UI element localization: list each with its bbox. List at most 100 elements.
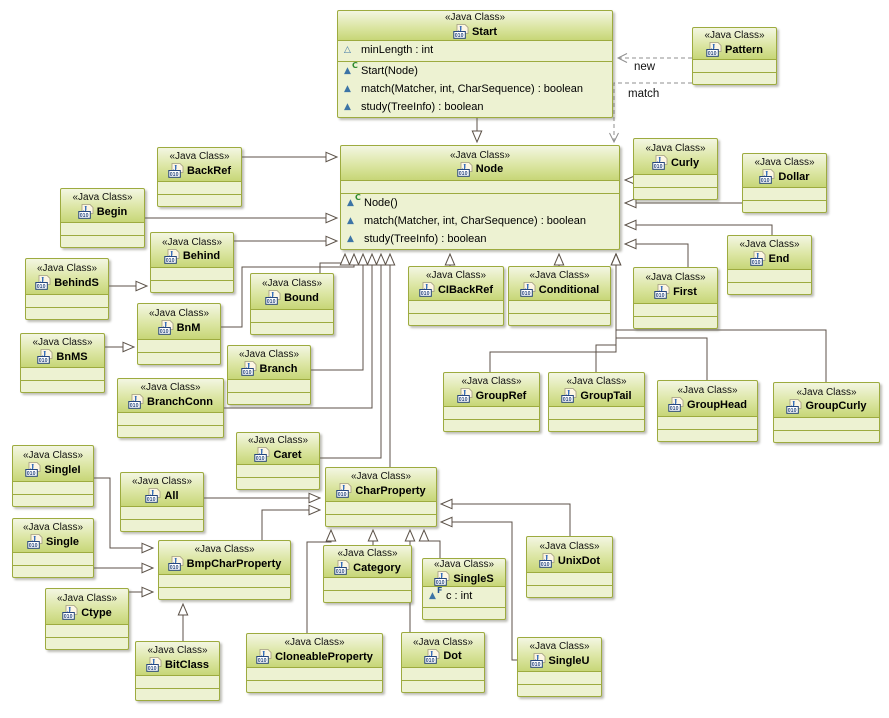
attributes-compartment bbox=[118, 413, 223, 425]
class-name: GroupTail bbox=[580, 389, 632, 402]
attributes-compartment bbox=[136, 676, 219, 688]
edge-label-new[interactable]: new bbox=[634, 61, 656, 73]
Start-attribute-0[interactable]: △minLength : int bbox=[338, 41, 612, 59]
operations-compartment bbox=[693, 72, 776, 84]
operations-compartment bbox=[228, 392, 310, 404]
svg-text:010: 010 bbox=[788, 408, 797, 414]
constructor-icon: ▲C bbox=[347, 193, 361, 208]
edge-SingleU-to-CharProperty-inheritance[interactable] bbox=[439, 516, 517, 661]
svg-text:010: 010 bbox=[267, 299, 276, 305]
class-stereotype: «Java Class» bbox=[539, 541, 600, 552]
class-stereotype: «Java Class» bbox=[261, 278, 323, 289]
Start-operation-1[interactable]: ▲match(Matcher, int, CharSequence) : boo… bbox=[338, 80, 612, 98]
constructor-icon: ▲C bbox=[344, 61, 358, 76]
class-stereotype: «Java Class» bbox=[566, 376, 627, 387]
edge-Pattern-to-Node-dependency[interactable] bbox=[609, 82, 692, 144]
attributes-compartment bbox=[228, 380, 310, 392]
svg-text:J: J bbox=[150, 488, 155, 498]
edge-CloneableProperty-to-CharProperty-inheritance[interactable] bbox=[306, 528, 337, 633]
attributes-compartment bbox=[341, 181, 619, 193]
attributes-compartment bbox=[658, 417, 757, 429]
class-name: SingleU bbox=[548, 654, 590, 667]
svg-text:J: J bbox=[40, 275, 45, 285]
class-stereotype: «Java Class» bbox=[704, 30, 765, 41]
class-stereotype: «Java Class» bbox=[449, 149, 511, 161]
edge-Bound-to-Node-inheritance[interactable] bbox=[319, 252, 351, 273]
edge-Branch-to-Node-inheritance[interactable] bbox=[311, 252, 369, 371]
edge-label-match[interactable]: match bbox=[628, 88, 660, 100]
edge-End-to-Node-inheritance[interactable] bbox=[623, 219, 773, 235]
class-name: Pattern bbox=[725, 43, 763, 56]
svg-text:010: 010 bbox=[37, 284, 46, 290]
edge-Caret-to-Node-inheritance[interactable] bbox=[320, 252, 387, 459]
svg-text:J: J bbox=[261, 649, 266, 659]
edge-SingleI-to-BmpCharProperty-inheritance[interactable] bbox=[94, 477, 155, 554]
attributes-compartment bbox=[402, 668, 484, 680]
edge-First-to-Node-inheritance[interactable] bbox=[623, 238, 689, 267]
svg-text:010: 010 bbox=[39, 358, 48, 364]
class-name: BnM bbox=[176, 321, 201, 334]
edge-UnixDot-to-CharProperty-inheritance[interactable] bbox=[439, 498, 571, 536]
Node-operation-1[interactable]: ▲match(Matcher, int, CharSequence) : boo… bbox=[341, 212, 619, 230]
edge-GroupCurly-to-Node-inheritance[interactable] bbox=[610, 252, 827, 382]
attributes-compartment bbox=[13, 482, 93, 494]
edge-BmpCharProperty-to-CharProperty-inheritance[interactable] bbox=[261, 504, 322, 540]
edge-SingleS-to-CharProperty-inheritance[interactable] bbox=[418, 528, 441, 558]
svg-text:010: 010 bbox=[338, 492, 347, 498]
edge-BranchConn-to-Node-inheritance[interactable] bbox=[224, 252, 378, 409]
Start-operation-2[interactable]: ▲study(TreeInfo) : boolean bbox=[338, 98, 612, 116]
edge-BnM-to-Node-inheritance[interactable] bbox=[221, 252, 360, 328]
Node-operation-2[interactable]: ▲study(TreeInfo) : boolean bbox=[341, 230, 619, 248]
